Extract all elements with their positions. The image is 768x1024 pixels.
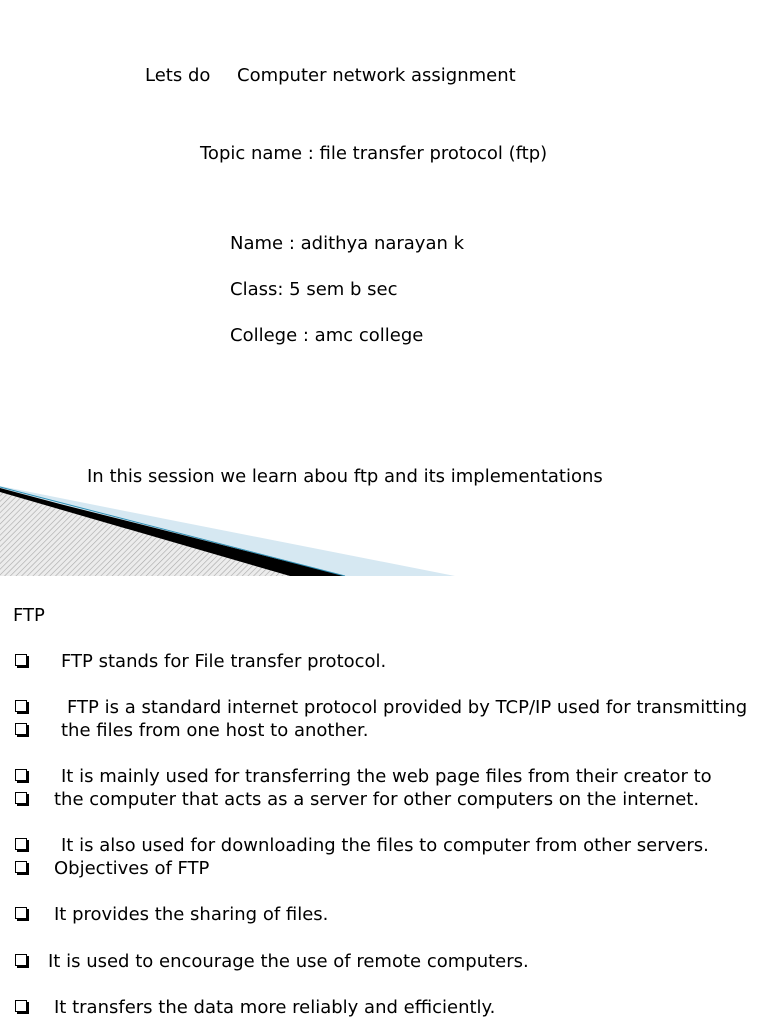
college-line: College : amc college	[230, 325, 424, 346]
session-line: In this session we learn abou ftp and it…	[87, 466, 603, 487]
name-line: Name : adithya narayan k	[230, 233, 465, 254]
bullet-text: It is also used for downloading the file…	[61, 835, 709, 856]
ftp-slide-title: FTP	[13, 605, 45, 626]
heading-title: Computer network assignment	[237, 65, 516, 86]
checkbox-bullet-icon	[15, 723, 27, 735]
bullet-text: It is mainly used for transferring the w…	[61, 766, 712, 787]
bullet-text: It transfers the data more reliably and …	[54, 997, 496, 1018]
heading-prefix: Lets do	[145, 65, 211, 86]
checkbox-bullet-icon	[15, 954, 27, 966]
bullet-text: It is used to encourage the use of remot…	[48, 951, 529, 972]
checkbox-bullet-icon	[15, 654, 27, 666]
decorative-banner	[0, 486, 455, 576]
bullet-text: the files from one host to another.	[61, 720, 369, 741]
bullet-text: FTP stands for File transfer protocol.	[61, 651, 387, 672]
checkbox-bullet-icon	[15, 907, 27, 919]
checkbox-bullet-icon	[15, 1000, 27, 1012]
banner-hatched-area	[0, 492, 290, 576]
class-line: Class: 5 sem b sec	[230, 279, 398, 300]
banner-edge-line	[0, 486, 346, 576]
bullet-text: Objectives of FTP	[54, 858, 210, 879]
checkbox-bullet-icon	[15, 838, 27, 850]
checkbox-bullet-icon	[15, 861, 27, 873]
bullet-text: FTP is a standard internet protocol prov…	[67, 697, 748, 718]
bullet-text: It provides the sharing of files.	[54, 904, 329, 925]
bullet-text: the computer that acts as a server for o…	[54, 789, 700, 810]
checkbox-bullet-icon	[15, 792, 27, 804]
checkbox-bullet-icon	[15, 700, 27, 712]
checkbox-bullet-icon	[15, 769, 27, 781]
topic-line: Topic name : file transfer protocol (ftp…	[200, 143, 548, 164]
